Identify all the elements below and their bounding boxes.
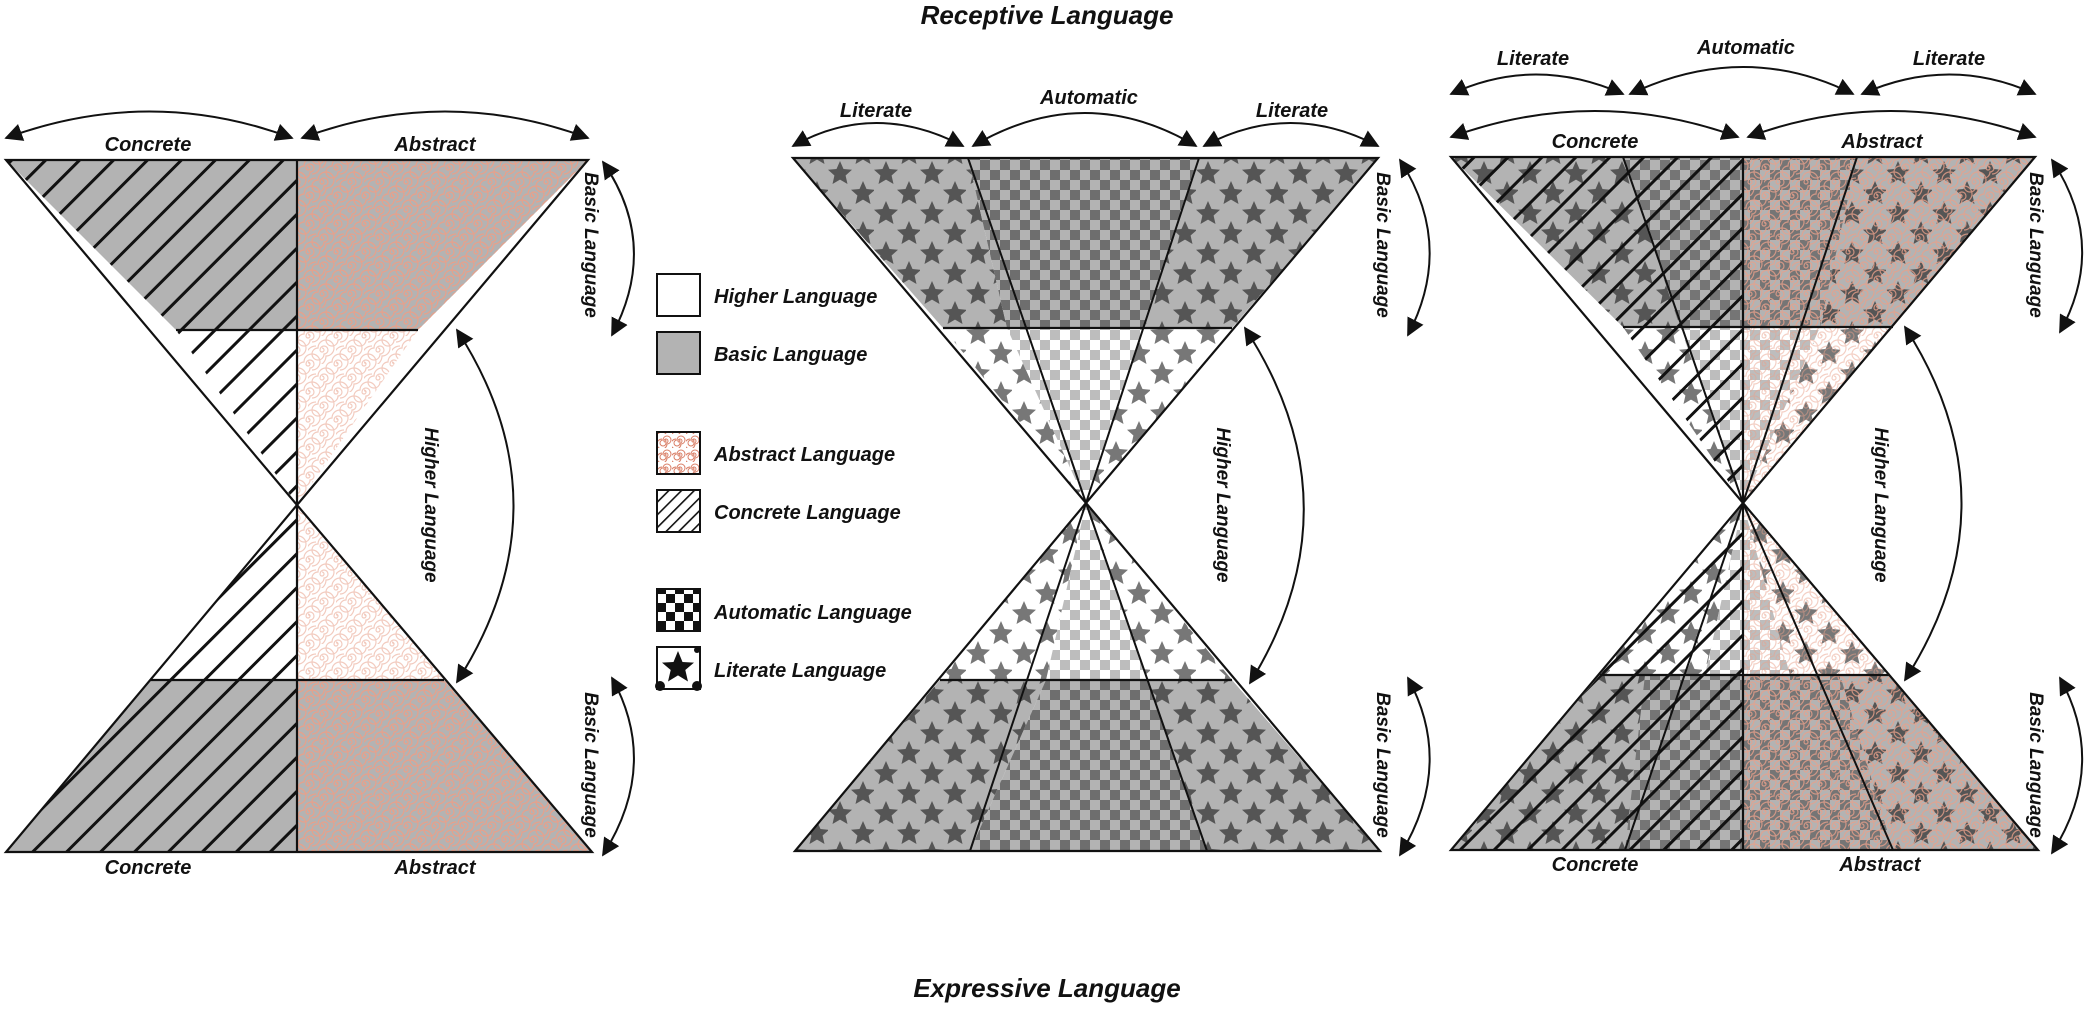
d1-arrow-basic-top <box>601 160 635 337</box>
d1-label-concrete-top: Concrete <box>105 134 192 156</box>
diagram-combined: Literate Automatic Literate Concrete Abs… <box>1448 37 2084 876</box>
d1-arrow-abstract <box>300 110 590 141</box>
d2-label-basic-bottom: Basic Language <box>1372 692 1393 838</box>
checker-pattern-icon <box>656 588 701 632</box>
d2-arrow-literate-right <box>1202 122 1380 147</box>
d1-label-basic-top: Basic Language <box>580 172 601 318</box>
diagram-concrete-abstract: Concrete Abstract Concrete Abstract Basi… <box>3 110 635 879</box>
d3-arrow-higher <box>1904 325 1963 682</box>
d3-label-basic-top: Basic Language <box>2025 172 2046 318</box>
legend-label-concrete: Concrete Language <box>714 502 901 524</box>
title-receptive-language: Receptive Language <box>921 0 1174 30</box>
d3-arrow-concrete <box>1449 110 1740 140</box>
diagram-literate-automatic: Literate Automatic Literate Basic Langua… <box>790 87 1431 857</box>
legend: Higher Language Basic Language Abstract … <box>655 273 912 691</box>
d1-arrow-concrete <box>4 110 294 141</box>
d1-label-higher: Higher Language <box>420 427 441 583</box>
d3-label-abstract-bottom: Abstract <box>1838 854 1921 876</box>
d2-label-literate-right: Literate <box>1256 100 1328 122</box>
d1-top-basic-concrete-hatch <box>6 160 297 330</box>
title-expressive-language: Expressive Language <box>913 973 1180 1003</box>
d2-arrow-basic-bottom <box>1399 676 1431 857</box>
d2-bottom-higher-automatic <box>1046 503 1147 680</box>
d1-bottom-basic-concrete-hatch <box>6 680 297 852</box>
d3-label-abstract-top: Abstract <box>1840 131 1923 153</box>
hatch-pattern-icon <box>656 489 701 533</box>
d2-arrow-automatic <box>971 112 1198 147</box>
d1-label-abstract-top: Abstract <box>393 134 476 156</box>
d3-arrow-automatic <box>1628 66 1855 96</box>
d3-arrow-literate-left <box>1449 73 1625 96</box>
d2-label-basic-top: Basic Language <box>1372 172 1393 318</box>
d1-label-basic-bottom: Basic Language <box>580 692 601 838</box>
d3-arrow-basic-top <box>2051 158 2084 334</box>
d1-top-higher-concrete <box>176 330 297 505</box>
d2-arrow-basic-top <box>1399 158 1431 337</box>
d3-label-concrete-bottom: Concrete <box>1552 854 1639 876</box>
d1-top-basic-abstract-spiral <box>297 160 588 330</box>
d3-label-higher: Higher Language <box>1870 427 1891 583</box>
d1-arrow-basic-bottom <box>602 676 635 857</box>
spiral-pattern-icon <box>656 431 701 475</box>
d3-label-automatic: Automatic <box>1696 37 1795 59</box>
d1-arrow-higher <box>456 328 515 684</box>
d3-arrow-basic-bottom <box>2051 676 2084 855</box>
d2-label-automatic: Automatic <box>1039 87 1138 109</box>
d3-label-basic-bottom: Basic Language <box>2025 692 2046 838</box>
d2-arrow-literate-left <box>791 122 965 147</box>
legend-label-literate: Literate Language <box>714 660 886 682</box>
legend-label-higher: Higher Language <box>714 286 877 308</box>
d3-label-literate-right: Literate <box>1913 48 1985 70</box>
legend-swatch-higher <box>656 273 701 317</box>
legend-label-basic: Basic Language <box>714 344 867 366</box>
d3-arrow-literate-right <box>1860 73 2037 96</box>
d2-label-higher: Higher Language <box>1212 427 1233 583</box>
d1-bottom-basic-abstract-spiral <box>297 680 592 852</box>
d2-label-literate-left: Literate <box>840 100 912 122</box>
legend-label-abstract: Abstract Language <box>713 444 895 466</box>
legend-label-automatic: Automatic Language <box>713 602 912 624</box>
d3-label-literate-left: Literate <box>1497 48 1569 70</box>
d1-label-abstract-bottom: Abstract <box>393 857 476 879</box>
d3-label-concrete-top: Concrete <box>1552 131 1639 153</box>
d1-label-concrete-bottom: Concrete <box>105 857 192 879</box>
d2-arrow-higher <box>1244 326 1305 685</box>
legend-swatch-basic <box>656 331 701 375</box>
d3-arrow-abstract <box>1746 110 2037 141</box>
d1-top-higher-abstract <box>297 330 418 505</box>
